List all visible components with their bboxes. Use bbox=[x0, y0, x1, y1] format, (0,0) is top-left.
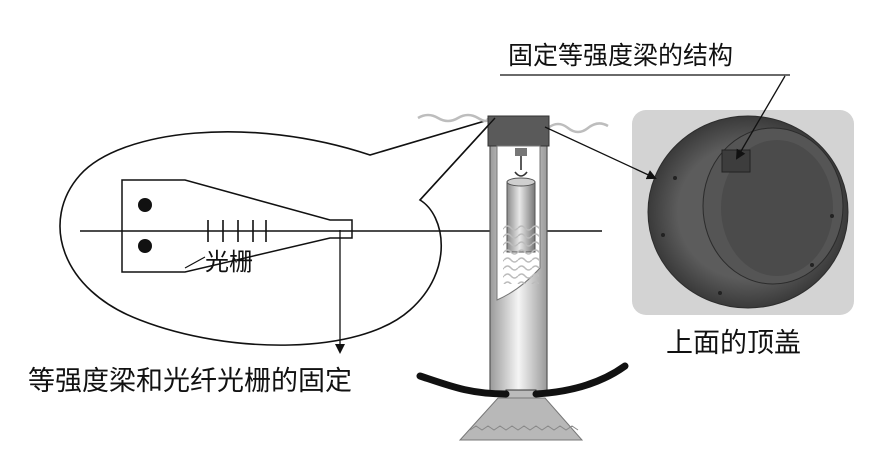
screw-2 bbox=[661, 233, 665, 237]
beam-detail: 光栅 bbox=[59, 116, 602, 354]
mount-hole-top bbox=[138, 198, 152, 212]
cap-to-cover-arrow bbox=[544, 126, 657, 180]
bottom-fixing-label: 等强度梁和光纤光栅的固定 bbox=[28, 366, 352, 397]
callout-to-cap-line bbox=[419, 117, 496, 201]
screw-1 bbox=[673, 176, 677, 180]
spring-texture bbox=[503, 224, 539, 284]
hook bbox=[514, 156, 528, 177]
callout-ellipse bbox=[59, 116, 498, 346]
grating-leader-line bbox=[184, 256, 206, 269]
hook-mount bbox=[515, 148, 527, 156]
screw-5 bbox=[830, 214, 834, 218]
hanging-mass-top bbox=[506, 177, 536, 187]
grating-label: 光栅 bbox=[205, 248, 253, 276]
base-texture bbox=[469, 425, 579, 431]
screw-3 bbox=[718, 291, 722, 295]
top-wire-left bbox=[417, 113, 490, 123]
top-label-arrow bbox=[735, 75, 786, 160]
screw-4 bbox=[810, 263, 814, 267]
top-cover-label: 上面的顶盖 bbox=[666, 328, 801, 359]
bottom-clamp bbox=[505, 389, 537, 399]
fiber-cable bbox=[416, 362, 629, 398]
cover-ring-cavity bbox=[721, 140, 833, 276]
top-cover-image bbox=[632, 110, 854, 315]
top-structure-label: 固定等强度梁的结构 bbox=[508, 41, 733, 70]
beam-fixing-block bbox=[721, 149, 751, 173]
grating-marks bbox=[207, 220, 267, 242]
top-wire-right bbox=[547, 122, 609, 134]
tube-base bbox=[458, 397, 584, 441]
equal-strength-beam bbox=[121, 179, 353, 273]
sensor-assembly bbox=[416, 113, 629, 441]
tube-top-cap bbox=[487, 115, 550, 147]
mount-hole-bottom bbox=[138, 239, 152, 253]
